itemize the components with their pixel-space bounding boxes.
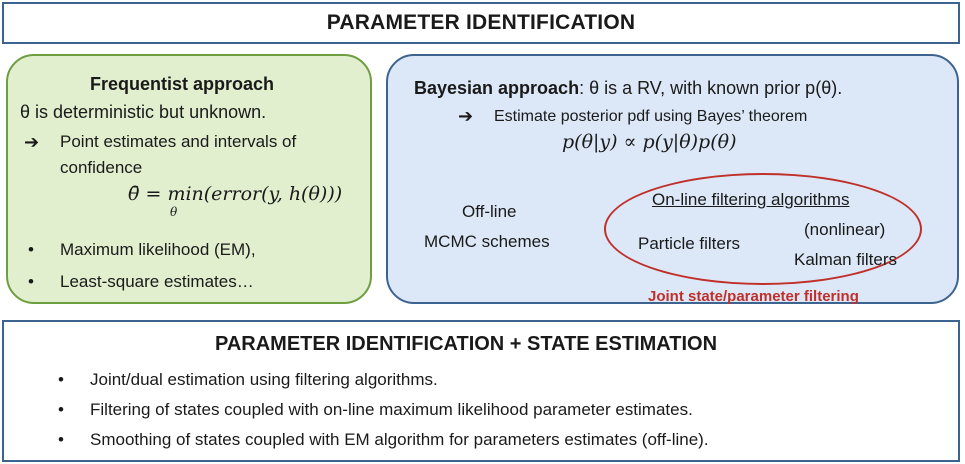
freq-bullet-2: Least-square estimates… (60, 272, 254, 291)
formula-min-subscript: θ (170, 205, 178, 219)
bottom-box (2, 320, 960, 462)
online-filtering-ellipse (604, 173, 922, 285)
page-title: PARAMETER IDENTIFICATION (326, 11, 636, 34)
bayesian-heading: Bayesian approach (414, 78, 580, 98)
bullet-icon: • (28, 272, 34, 291)
bayes-formula: p(θ|y) ∝ p(y|θ)p(θ) (562, 131, 737, 153)
frequentist-formula: θ̄ = min(error(y, h(θ))) (128, 183, 343, 205)
arrow-icon: ➔ (458, 106, 474, 126)
joint-filtering-label: Joint state/parameter filtering (648, 288, 859, 305)
kalman-filters-label: Kalman filters (794, 250, 897, 269)
bullet-icon: • (58, 370, 64, 389)
point-estimates-line1: Point estimates and intervals of (60, 132, 297, 151)
bayesian-heading-rest: : θ is a RV, with known prior p(θ). (579, 78, 843, 98)
freq-bullet-1: Maximum likelihood (EM), (60, 240, 256, 259)
bottom-bullet-3: Smoothing of states coupled with EM algo… (90, 430, 709, 449)
frequentist-heading: Frequentist approach (90, 74, 275, 94)
title-box: PARAMETER IDENTIFICATION (2, 2, 960, 44)
arrow-icon: ➔ (24, 132, 40, 152)
online-heading: On-line filtering algorithms (652, 190, 850, 209)
nonlinear-label: (nonlinear) (804, 220, 886, 239)
offline-line2: MCMC schemes (424, 232, 550, 251)
bayes-estimate-line: Estimate posterior pdf using Bayes’ theo… (494, 108, 808, 125)
point-estimates-line2: confidence (60, 158, 143, 177)
bottom-bullet-1: Joint/dual estimation using filtering al… (90, 370, 438, 389)
bottom-bullet-2: Filtering of states coupled with on-line… (90, 400, 693, 419)
particle-filters-label: Particle filters (638, 234, 741, 253)
frequentist-box (6, 54, 372, 304)
bullet-icon: • (58, 400, 64, 419)
bullet-icon: • (58, 430, 64, 449)
bottom-heading: PARAMETER IDENTIFICATION + STATE ESTIMAT… (215, 333, 718, 355)
bullet-icon: • (28, 240, 34, 259)
frequentist-theta-statement: θ is deterministic but unknown. (20, 102, 267, 122)
offline-line1: Off-line (462, 202, 517, 221)
bayesian-heading-line: Bayesian approach: θ is a RV, with known… (414, 78, 842, 98)
